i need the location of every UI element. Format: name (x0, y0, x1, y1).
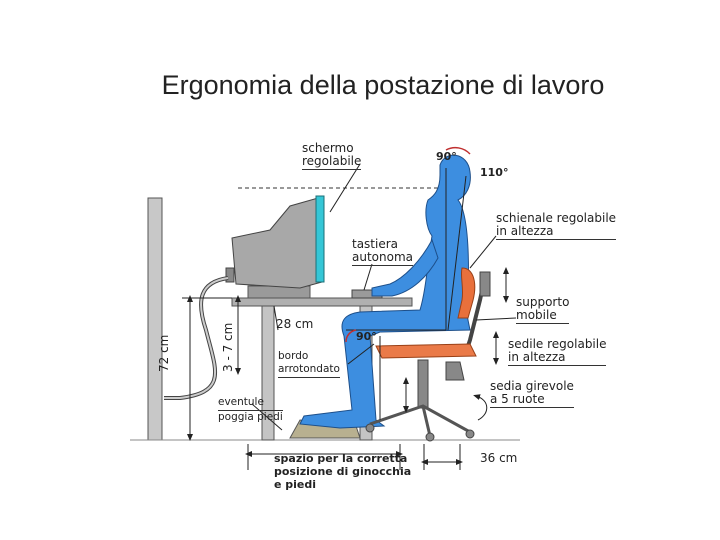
label-keyboard-gap: 3 - 7 cm (221, 322, 235, 372)
label-chair-distance: 36 cm (480, 451, 518, 465)
monitor (225, 195, 325, 299)
label-lumbar: supporto mobile (516, 295, 570, 324)
swivel-arrow (473, 394, 488, 421)
leader-lines (251, 163, 517, 431)
person-silhouette (299, 154, 471, 429)
label-legroom: spazio per la corretta posizione di gino… (274, 452, 412, 491)
label-desk-height: 72 cm (157, 334, 171, 372)
label-chair: sedia girevole a 5 ruote (490, 379, 574, 408)
label-knee-space: 28 cm (276, 317, 314, 331)
label-screen: schermo regolabile (302, 141, 362, 170)
label-seat: sedile regolabile in altezza (508, 337, 607, 366)
label-keyboard: tastiera autonoma (352, 237, 413, 266)
label-angle-back: 110° (480, 166, 509, 179)
label-backrest: schienale regolabile in altezza (496, 211, 617, 240)
chair (365, 267, 491, 442)
page-title: Ergonomia della postazione di lavoro (161, 70, 605, 100)
monitor-cable (164, 276, 229, 400)
label-edge: bordo arrotondato (278, 350, 340, 378)
angle-lines (346, 168, 467, 420)
label-angle-knee: 90° (356, 330, 377, 343)
label-angle-head: 90° (436, 150, 457, 163)
wall (147, 197, 163, 441)
dimension-lines (182, 267, 509, 470)
angle-arc-knee (345, 329, 357, 343)
angle-arc-head (445, 146, 471, 155)
label-footrest: eventule poggia piedi (218, 396, 283, 423)
